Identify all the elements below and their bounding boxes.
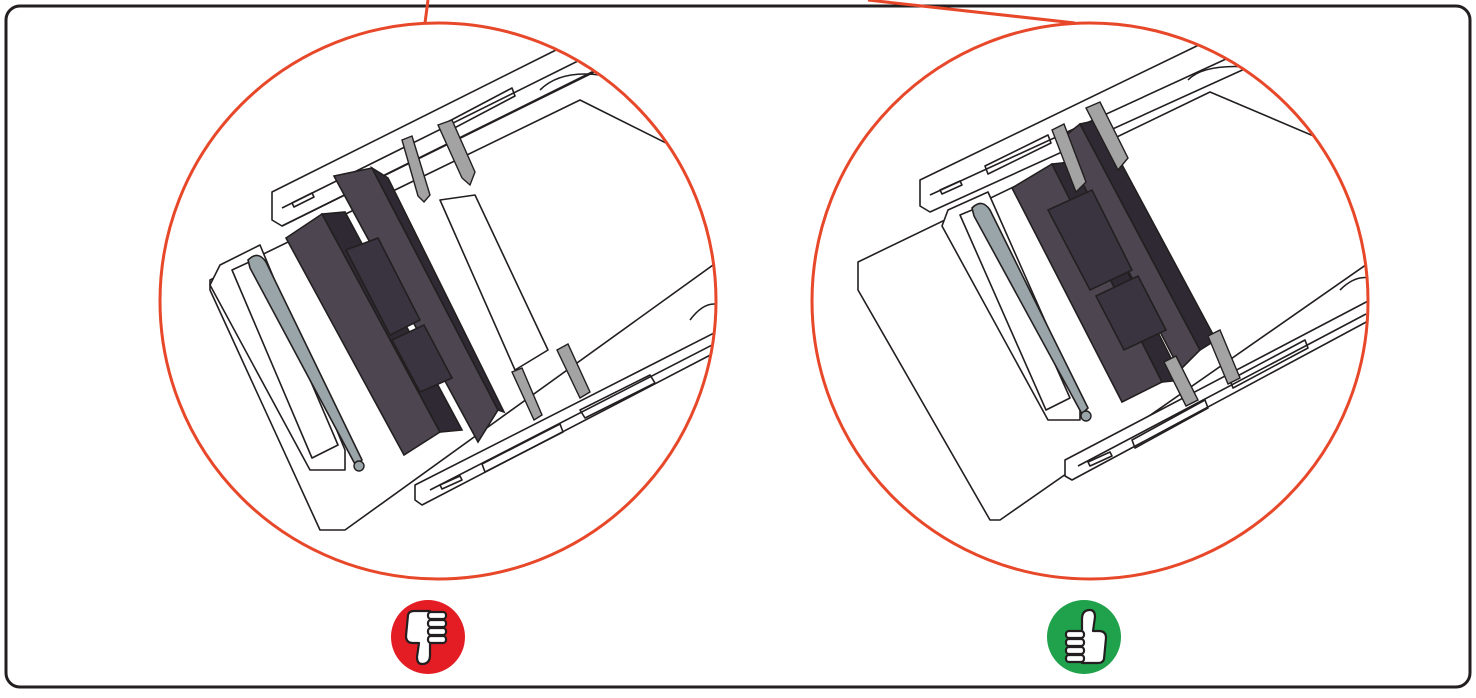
left-clip-lower-2 — [556, 343, 591, 399]
left-fan-module — [284, 165, 506, 457]
right-clip-lower-1 — [1163, 355, 1199, 407]
left-clip-upper-2 — [437, 119, 476, 187]
panel-incorrect — [158, 21, 718, 581]
callout-ring-right — [810, 21, 1370, 581]
right-clip-lower-2 — [1207, 329, 1241, 385]
callout-ring-left — [158, 21, 718, 581]
right-fan-module — [1010, 119, 1218, 404]
thumbs-down-icon — [391, 600, 465, 674]
left-clip-lower-1 — [511, 367, 543, 422]
left-handle-knob — [353, 460, 365, 472]
right-handle-knob — [1080, 410, 1092, 422]
leader-line-left — [423, 0, 430, 24]
right-clip-upper-1 — [1051, 123, 1087, 194]
thumbs-up-icon — [1047, 600, 1121, 674]
right-clip-upper-2 — [1085, 101, 1129, 172]
panel-correct — [810, 21, 1370, 581]
left-clip-upper-1 — [401, 135, 431, 204]
leader-line-right — [867, 0, 1076, 25]
